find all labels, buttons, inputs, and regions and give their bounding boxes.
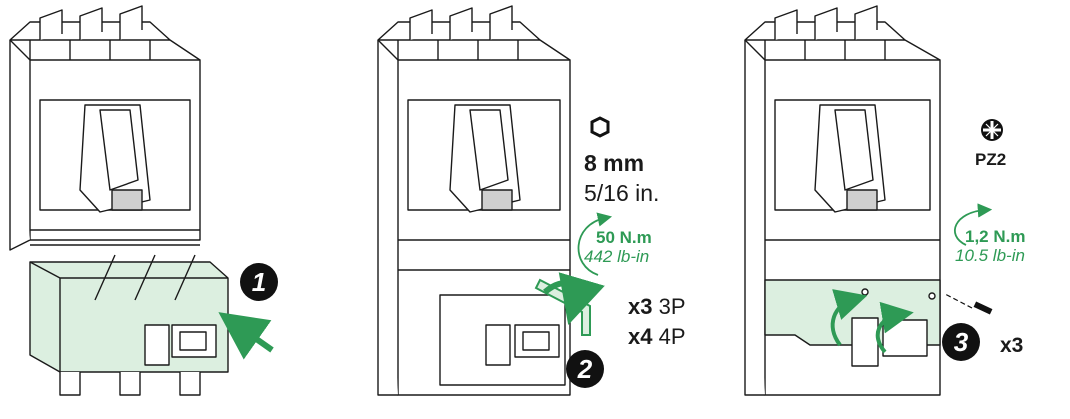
- hex-socket-icon: [590, 116, 610, 138]
- step-2-badge: 2: [566, 350, 604, 388]
- quantity-3p-count: x3: [628, 294, 653, 319]
- quantity-4p-poles: 4P: [658, 324, 686, 349]
- insert-arrow: [218, 312, 274, 360]
- step-1-badge: 1: [240, 263, 278, 301]
- torque-imperial-2: 442 lb-in: [584, 247, 650, 266]
- quantity-3p: x3 3P: [628, 294, 686, 320]
- rotate-arrow-3a: [830, 289, 868, 347]
- breaker-2: [377, 5, 571, 396]
- torque-imperial-3: 10.5 lb-in: [955, 246, 1025, 265]
- torque-arc-2: [577, 212, 613, 276]
- screw-insert-arrow: [944, 293, 973, 309]
- screw-quantity: x3: [1000, 334, 1024, 357]
- tool-size-imperial: 5/16 in.: [584, 180, 660, 206]
- tool-name: PZ2: [975, 150, 1007, 169]
- terminal-cover-1: [29, 254, 229, 396]
- torque-metric-2: 50 N.m: [596, 228, 652, 247]
- torque-metric-3: 1,2 N.m: [965, 227, 1026, 246]
- breaker-1: [9, 5, 201, 251]
- tool-size-metric: 8 mm: [584, 150, 645, 176]
- step-3-badge: 3: [942, 323, 980, 361]
- quantity-3p-poles: 3P: [658, 294, 686, 319]
- screw-icon: [973, 301, 993, 315]
- quantity-4p-count: x4: [628, 324, 653, 349]
- torque-arc-3: [954, 203, 993, 246]
- quantity-4p: x4 4P: [628, 324, 686, 350]
- pozidriv-icon: [981, 119, 1003, 141]
- tighten-arrow-2: [543, 272, 605, 326]
- rotate-arrow-3b: [875, 301, 914, 354]
